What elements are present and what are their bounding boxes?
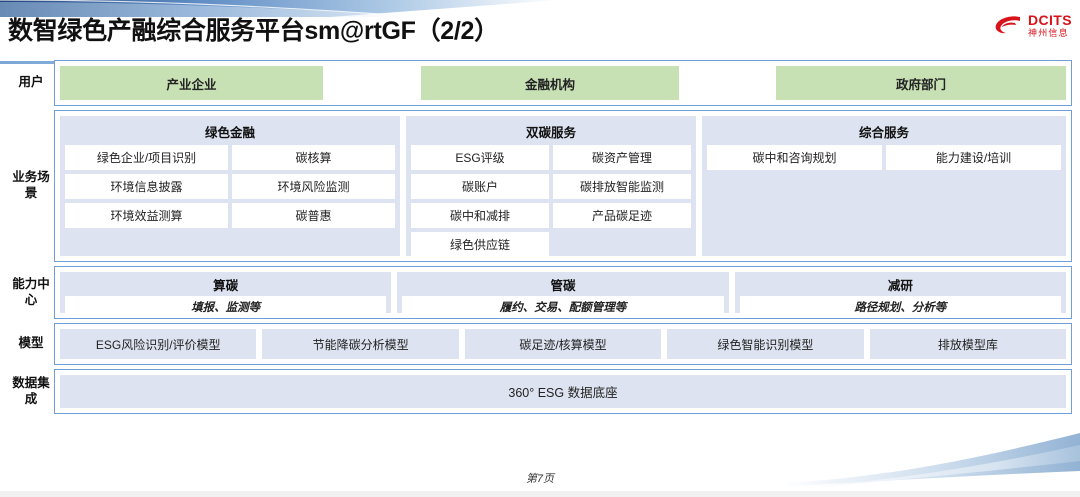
- biz-item[interactable]: 绿色企业/项目识别: [65, 145, 228, 170]
- biz-item[interactable]: 碳账户: [411, 174, 549, 199]
- architecture-diagram: 用户 产业企业 金融机构 政府部门 业务场景 绿色金融 绿色企业/项目识别 碳核…: [8, 60, 1072, 418]
- logo-text: DCITS 神州信息: [1028, 13, 1072, 38]
- biz-item[interactable]: 碳中和减排: [411, 203, 549, 228]
- group-title-dual-carbon: 双碳服务: [525, 126, 576, 140]
- row-box-model: ESG风险识别/评价模型 节能降碳分析模型 碳足迹/核算模型 绿色智能识别模型 …: [54, 323, 1072, 365]
- group-items-green-finance: 绿色企业/项目识别 碳核算 环境信息披露 环境风险监测 环境效益测算 碳普惠: [65, 145, 395, 228]
- row-label-data: 数据集成: [12, 375, 50, 406]
- row-box-user: 产业企业 金融机构 政府部门: [54, 60, 1072, 106]
- header-decoration: [0, 0, 560, 17]
- biz-item[interactable]: 碳普惠: [232, 203, 395, 228]
- row-label-business: 业务场景: [12, 170, 50, 200]
- logo-en-text: DCITS: [1028, 11, 1072, 28]
- group-title-comprehensive: 综合服务: [858, 126, 909, 140]
- capability-group-manage: 管碳 履约、交易、配额管理等: [397, 272, 729, 318]
- biz-item[interactable]: 碳中和咨询规划: [707, 145, 882, 170]
- row-data-integration: 数据集成 360° ESG 数据底座: [8, 369, 1072, 414]
- row-capability-center: 能力中心 算碳 填报、监测等 管碳 履约、交易、配额管理等 减研 路径规划、分析…: [8, 266, 1072, 319]
- biz-item[interactable]: 能力建设/培训: [886, 145, 1061, 170]
- user-strip: 产业企业 金融机构 政府部门: [60, 66, 1066, 100]
- biz-item[interactable]: 环境效益测算: [65, 203, 228, 228]
- user-item-government[interactable]: 政府部门: [776, 66, 1066, 100]
- business-groups: 绿色金融 绿色企业/项目识别 碳核算 环境信息披露 环境风险监测 环境效益测算 …: [60, 116, 1066, 257]
- row-box-data: 360° ESG 数据底座: [54, 369, 1072, 414]
- biz-item[interactable]: 环境风险监测: [232, 174, 395, 199]
- page-title: 数智绿色产融综合服务平台sm@rtGF（2/2）: [8, 17, 499, 45]
- group-items-dual-carbon: ESG评级 碳资产管理 碳账户 碳排放智能监测 碳中和减排 产品碳足迹 绿色供应…: [411, 145, 691, 257]
- biz-item[interactable]: 碳核算: [232, 145, 395, 170]
- model-item[interactable]: 节能降碳分析模型: [262, 329, 459, 359]
- capability-groups: 算碳 填报、监测等 管碳 履约、交易、配额管理等 减研 路径规划、分析等: [60, 272, 1066, 318]
- logo-cn-text: 神州信息: [1028, 27, 1069, 38]
- row-business-scenario: 业务场景 绿色金融 绿色企业/项目识别 碳核算 环境信息披露 环境风险监测 环境…: [8, 110, 1072, 262]
- model-items: ESG风险识别/评价模型 节能降碳分析模型 碳足迹/核算模型 绿色智能识别模型 …: [60, 329, 1067, 359]
- capability-title: 管碳: [550, 279, 576, 293]
- biz-item[interactable]: 碳资产管理: [553, 145, 691, 170]
- user-gap-2: [679, 66, 776, 100]
- capability-subtitle[interactable]: 填报、监测等: [65, 296, 387, 318]
- group-title-green-finance: 绿色金融: [204, 126, 255, 140]
- biz-item[interactable]: 碳排放智能监测: [553, 174, 691, 199]
- capability-subtitle[interactable]: 履约、交易、配额管理等: [402, 296, 724, 318]
- business-group-green-finance: 绿色金融 绿色企业/项目识别 碳核算 环境信息披露 环境风险监测 环境效益测算 …: [60, 116, 400, 256]
- model-item[interactable]: 碳足迹/核算模型: [464, 329, 662, 359]
- row-label-user: 用户: [18, 75, 44, 90]
- capability-group-reduce: 减研 路径规划、分析等: [734, 272, 1066, 318]
- group-items-comprehensive: 碳中和咨询规划 能力建设/培训: [707, 145, 1061, 170]
- row-user: 用户 产业企业 金融机构 政府部门: [8, 60, 1072, 106]
- biz-item[interactable]: 产品碳足迹: [553, 203, 691, 228]
- bottom-bar: [0, 491, 1080, 497]
- row-box-business: 绿色金融 绿色企业/项目识别 碳核算 环境信息披露 环境风险监测 环境效益测算 …: [54, 110, 1072, 262]
- model-item[interactable]: 排放模型库: [869, 329, 1067, 359]
- user-item-financial[interactable]: 金融机构: [421, 66, 679, 100]
- biz-item[interactable]: ESG评级: [411, 145, 549, 170]
- data-foundation-bar[interactable]: 360° ESG 数据底座: [60, 375, 1066, 408]
- user-gap-1: [323, 66, 421, 100]
- footer-decoration: [780, 431, 1080, 491]
- capability-title: 算碳: [213, 279, 239, 293]
- row-label-capability: 能力中心: [12, 276, 50, 307]
- biz-item[interactable]: 环境信息披露: [65, 174, 228, 199]
- dcits-swirl-icon: [993, 14, 1023, 36]
- capability-title: 减研: [887, 279, 913, 293]
- row-model: 模型 ESG风险识别/评价模型 节能降碳分析模型 碳足迹/核算模型 绿色智能识别…: [8, 323, 1072, 365]
- business-group-dual-carbon: 双碳服务 ESG评级 碳资产管理 碳账户 碳排放智能监测 碳中和减排 产品碳足迹…: [406, 116, 696, 257]
- capability-subtitle[interactable]: 路径规划、分析等: [739, 296, 1061, 318]
- row-box-capability: 算碳 填报、监测等 管碳 履约、交易、配额管理等 减研 路径规划、分析等: [54, 266, 1072, 319]
- row-label-model: 模型: [18, 336, 44, 351]
- user-item-industry[interactable]: 产业企业: [60, 66, 323, 100]
- model-item[interactable]: 绿色智能识别模型: [667, 329, 864, 359]
- model-item[interactable]: ESG风险识别/评价模型: [60, 329, 257, 359]
- title-bar: 数智绿色产融综合服务平台sm@rtGF（2/2）: [0, 11, 1080, 64]
- capability-group-calculate: 算碳 填报、监测等: [60, 272, 392, 318]
- business-group-comprehensive: 综合服务 碳中和咨询规划 能力建设/培训: [702, 116, 1066, 256]
- page-number: 第7页: [525, 473, 555, 485]
- biz-item[interactable]: 绿色供应链: [411, 232, 549, 257]
- brand-logo: DCITS 神州信息: [993, 8, 1072, 42]
